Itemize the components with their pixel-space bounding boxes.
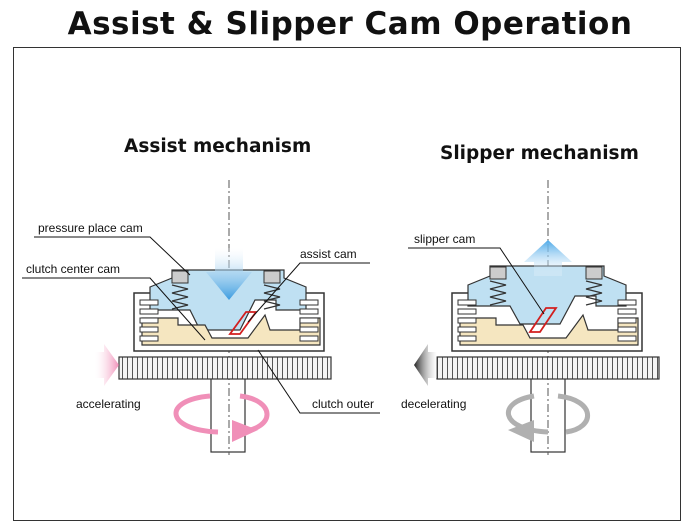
slipper-clutch-center	[459, 313, 639, 346]
slipper-friction-plates-right	[617, 299, 637, 342]
assist-clutch-assembly	[95, 180, 332, 455]
assist-friction-plates-right	[299, 299, 319, 342]
slipper-pressure-plate	[467, 265, 627, 325]
assist-rotation-arrowhead	[232, 420, 258, 442]
decelerating-label: decelerating	[401, 397, 466, 411]
slipper-lift-arrow	[524, 240, 572, 276]
pressure-plate-cam-label: pressure place cam	[38, 221, 143, 235]
diagram-frame	[13, 47, 681, 521]
assist-clutch-outer-gear	[118, 356, 332, 380]
clutch-center-cam-label: clutch center cam	[26, 262, 120, 276]
assist-clutch-center	[141, 313, 321, 346]
assist-rotation-arrow-front	[173, 393, 219, 435]
assist-cam-highlight	[228, 311, 258, 335]
slipper-rotation-arrow-front	[505, 393, 549, 435]
slipper-spring-right	[585, 266, 603, 306]
assist-spring-left	[171, 270, 189, 310]
slipper-mechanism-heading: Slipper mechanism	[440, 143, 639, 164]
assist-mechanism-heading: Assist mechanism	[124, 136, 312, 157]
accelerating-label: accelerating	[76, 397, 141, 411]
slipper-rotation-arrow-back	[557, 393, 590, 435]
assist-spring-right	[263, 270, 281, 310]
page-title: Assist & Slipper Cam Operation	[67, 6, 633, 42]
assist-pressure-arrow	[206, 248, 252, 300]
slipper-leader-lines	[408, 247, 545, 315]
slipper-friction-plates-left	[457, 299, 477, 342]
assist-cam-label: assist cam	[300, 247, 357, 261]
assist-direction-arrow	[95, 344, 119, 386]
slipper-cam-highlight	[528, 307, 558, 333]
slipper-direction-arrow	[414, 344, 437, 386]
assist-leader-lines	[22, 236, 380, 414]
assist-friction-plates-left	[139, 299, 159, 342]
slipper-spring-left	[489, 266, 507, 306]
assist-pressure-plate	[149, 269, 307, 331]
clutch-outer-label: clutch outer	[312, 397, 374, 411]
slipper-clutch-outer-gear	[436, 356, 660, 380]
slipper-cam-label: slipper cam	[414, 232, 475, 246]
slipper-clutch-assembly	[414, 180, 660, 455]
assist-shaft	[210, 369, 246, 453]
slipper-rotation-arrowhead	[508, 420, 534, 442]
